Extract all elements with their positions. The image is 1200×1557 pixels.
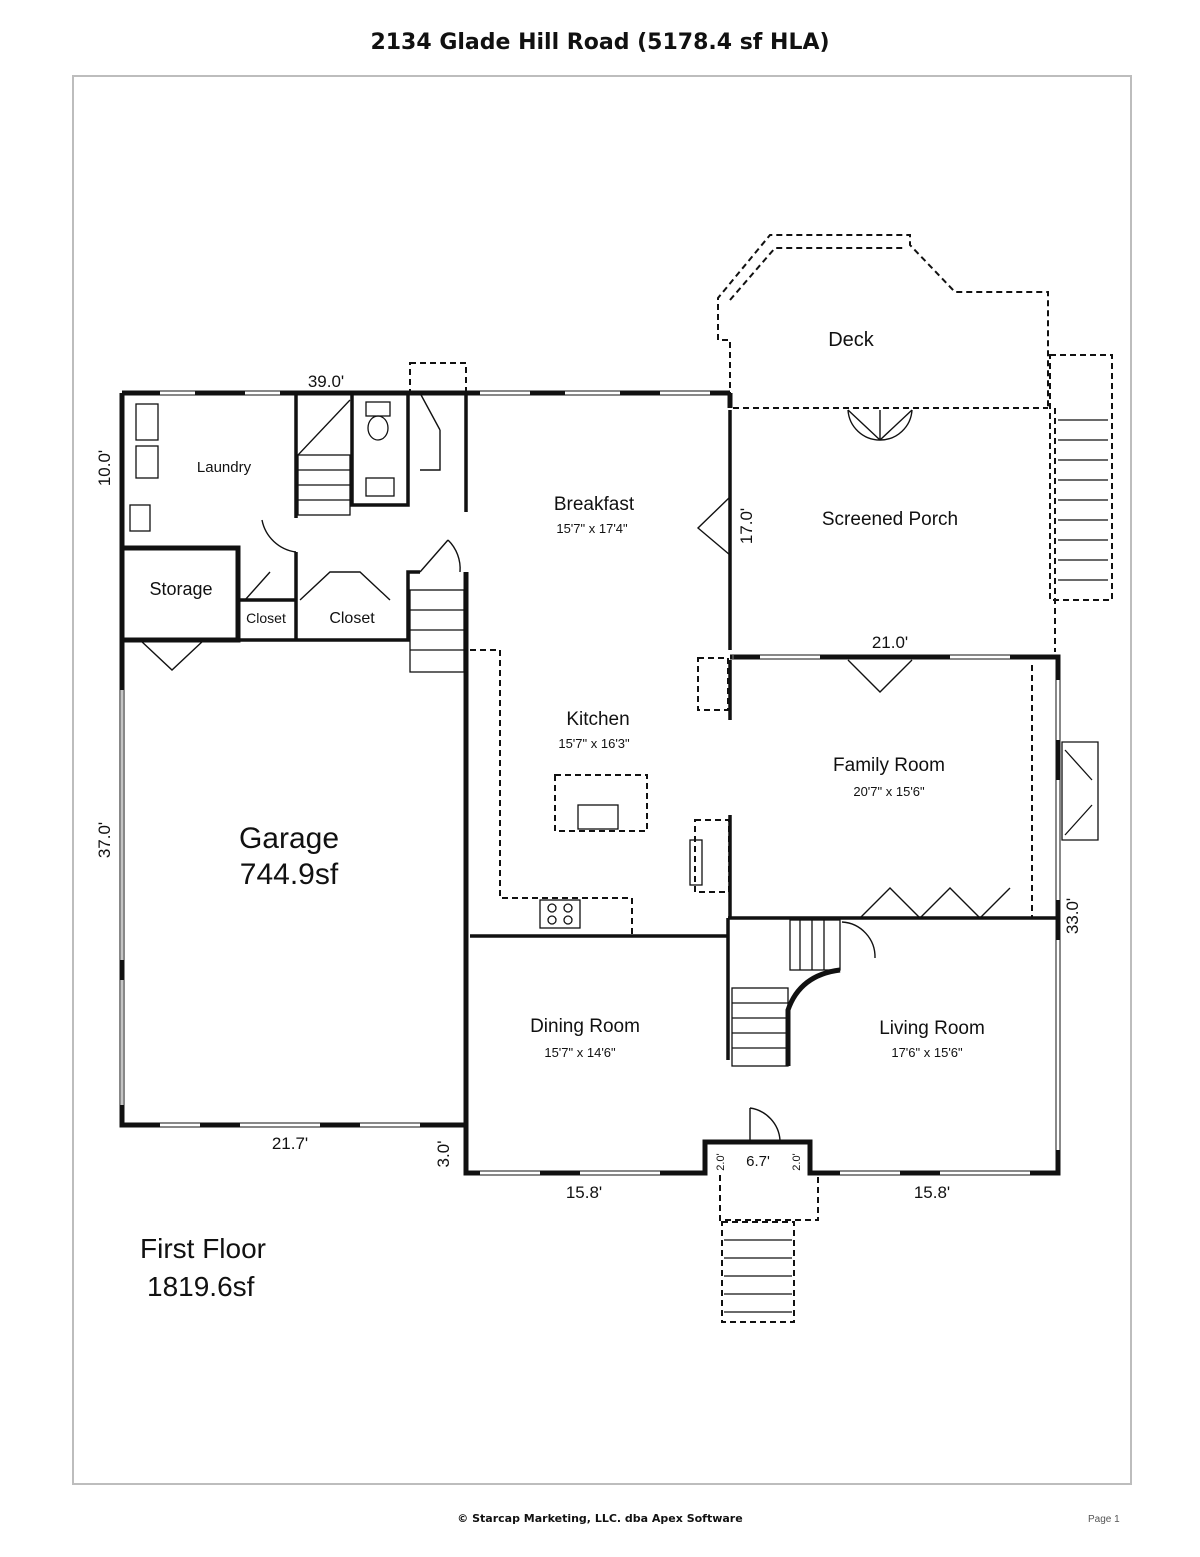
page-frame xyxy=(72,75,1132,1485)
floor-area: 1819.6sf xyxy=(147,1271,255,1302)
screened-porch-label: Screened Porch xyxy=(822,509,958,530)
copyright: © Starcap Marketing, LLC. dba Apex Softw… xyxy=(457,1512,743,1525)
fixtures xyxy=(129,401,1099,929)
dining-room-label: Dining Room xyxy=(530,1016,640,1037)
kitchen-dimensions: 15'7" x 16'3" xyxy=(558,736,630,751)
garage-label: Garage xyxy=(239,822,339,855)
dim-porch-width: 21.0' xyxy=(872,633,908,652)
dim-stoop-right: 2.0' xyxy=(791,1153,803,1170)
storage-label: Storage xyxy=(149,579,212,599)
dimension-labels: 39.0' 10.0' 37.0' 17.0' 21.0' 33.0' 21.7… xyxy=(95,372,1082,1202)
deck-outline xyxy=(409,234,1113,1323)
dining-room-dimensions: 15'7" x 14'6" xyxy=(544,1045,616,1060)
garage-area: 744.9sf xyxy=(240,858,339,891)
laundry-label: Laundry xyxy=(197,459,252,476)
breakfast-dimensions: 15'7" x 17'4" xyxy=(556,521,628,536)
dim-front-right: 15.8' xyxy=(914,1183,950,1202)
plan-title: 2134 Glade Hill Road (5178.4 sf HLA) xyxy=(370,30,830,55)
dim-stoop: 6.7' xyxy=(746,1153,770,1170)
room-labels: Deck Laundry Storage Closet Closet Break… xyxy=(149,329,984,1060)
deck-label: Deck xyxy=(828,329,875,351)
dim-porch-side: 17.0' xyxy=(737,508,756,544)
dim-front-left: 15.8' xyxy=(566,1183,602,1202)
dim-offset: 3.0' xyxy=(434,1141,453,1168)
closet-label-1: Closet xyxy=(246,610,286,626)
kitchen-label: Kitchen xyxy=(566,709,629,730)
dim-top: 39.0' xyxy=(308,372,344,391)
breakfast-label: Breakfast xyxy=(554,494,635,515)
family-room-dimensions: 20'7" x 15'6" xyxy=(853,784,925,799)
interior-walls xyxy=(238,393,1058,1060)
living-room-dimensions: 17'6" x 15'6" xyxy=(891,1045,963,1060)
page-number: Page 1 xyxy=(1088,1514,1120,1525)
closet-label-2: Closet xyxy=(329,610,375,627)
dim-left-upper: 10.0' xyxy=(95,450,114,486)
front-stairs xyxy=(724,1239,792,1313)
dim-stoop-left: 2.0' xyxy=(715,1153,727,1170)
dim-left-lower: 37.0' xyxy=(95,822,114,858)
doors xyxy=(139,392,1011,1142)
floor-name: First Floor xyxy=(140,1233,266,1264)
deck-stairs xyxy=(1058,419,1108,581)
living-room-label: Living Room xyxy=(879,1018,985,1039)
family-room-label: Family Room xyxy=(833,755,945,776)
interior-stairs xyxy=(297,399,841,1067)
dim-garage-bottom: 21.7' xyxy=(272,1134,308,1153)
dim-right: 33.0' xyxy=(1063,898,1082,934)
floor-summary: First Floor 1819.6sf xyxy=(140,1233,266,1302)
window-glass xyxy=(121,655,734,1105)
